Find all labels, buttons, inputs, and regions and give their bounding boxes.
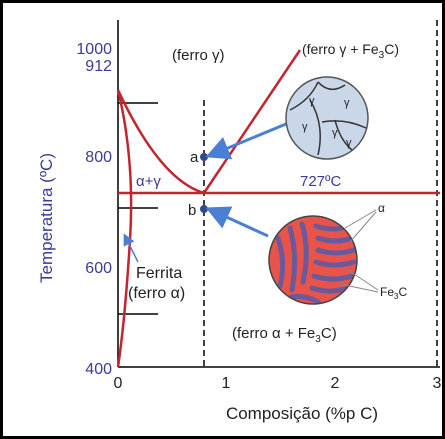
pearlite-microstructure-icon: α Fe3C bbox=[268, 201, 407, 305]
point-b-arrow bbox=[205, 206, 269, 238]
y-tick-912: 912 bbox=[85, 58, 112, 75]
region-alpha-cementite: (ferro α + Fe3C) bbox=[232, 325, 337, 345]
point-b-marker bbox=[200, 205, 208, 213]
y-tick-400: 400 bbox=[85, 361, 112, 378]
ferrite-arrow bbox=[123, 233, 139, 263]
grain-gamma-3: γ bbox=[302, 121, 308, 133]
y-tick-600: 600 bbox=[85, 260, 112, 277]
x-tick-3: 3 bbox=[433, 375, 442, 392]
x-axis-title: Composição (%p C) bbox=[226, 404, 378, 423]
x-tick-2: 2 bbox=[331, 375, 340, 392]
x-tick-1: 1 bbox=[222, 375, 231, 392]
point-a-arrow bbox=[205, 122, 287, 160]
acm-line bbox=[202, 49, 302, 194]
point-a-marker bbox=[200, 153, 208, 161]
a3-line bbox=[116, 89, 205, 195]
austenite-microstructure-icon: γ γ γ γ γ bbox=[285, 76, 369, 160]
x-tick-0: 0 bbox=[114, 375, 123, 392]
region-gamma-cementite: (ferro γ + Fe3C) bbox=[302, 41, 399, 61]
point-a-label: a bbox=[190, 149, 199, 166]
eutectoid-temperature-label: 727ºC bbox=[300, 173, 342, 190]
grain-gamma-2: γ bbox=[344, 97, 350, 109]
grain-gamma-4: γ bbox=[332, 127, 338, 139]
grain-gamma-1: γ bbox=[309, 95, 315, 107]
y-axis-title: Temperatura (ºC) bbox=[37, 153, 56, 283]
y-tick-800: 800 bbox=[85, 149, 112, 166]
grain-gamma-5: γ bbox=[346, 137, 352, 149]
region-gamma: (ferro γ) bbox=[172, 47, 225, 64]
pearlite-alpha-label: α bbox=[378, 201, 385, 215]
pearlite-fe3c-label: Fe3C bbox=[380, 285, 407, 301]
region-alpha-gamma: α+γ bbox=[136, 173, 161, 190]
y-tick-1000: 1000 bbox=[76, 41, 112, 58]
point-b-label: b bbox=[188, 202, 196, 219]
region-ferrite-label: Ferrita bbox=[136, 265, 182, 282]
region-ferrite-alpha: (ferro α) bbox=[128, 285, 185, 302]
